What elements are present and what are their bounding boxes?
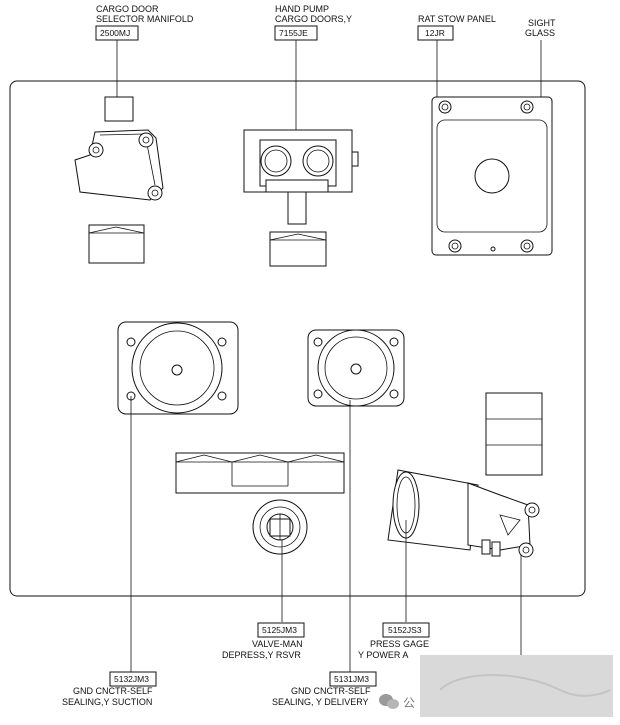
hand-pump-label-line1: HAND PUMP (275, 4, 329, 14)
wechat-icon (379, 694, 399, 709)
gnd-delivery-callout: 5131JM3 GND CNCTR-SELF SEALING, Y DELIVE… (272, 400, 377, 707)
gnd-suction-callout: 5132JM3 GND CNCTR-SELF SEALING,Y SUCTION (62, 396, 157, 707)
press-gage-callout: 5152JS3 PRESS GAGE Y POWER A (358, 520, 430, 660)
right-stacked-blocks (485, 392, 543, 476)
press-gage-code: 5152JS3 (388, 625, 422, 635)
valve-block-row (175, 452, 345, 494)
rat-stow-panel-drawing (431, 96, 553, 256)
manifold-label-line1: CARGO DOOR (96, 4, 159, 14)
sight-glass-label-line1: SIGHT (528, 18, 556, 28)
gnd-suction-code: 5132JM3 (114, 674, 149, 684)
panel-outline (9, 80, 586, 597)
gnd-delivery-label-line1: GND CNCTR-SELF (291, 686, 371, 696)
hand-pump-label-line2: CARGO DOORS,Y (275, 14, 352, 24)
gnd-connector-suction-drawing (117, 321, 239, 415)
gnd-delivery-label-line2: SEALING, Y DELIVERY (272, 697, 369, 707)
sight-glass-label-line2: GLASS (525, 28, 555, 38)
rat-stow-code-box (417, 25, 454, 41)
manifold-code: 2500MJ (100, 28, 130, 38)
cargo-door-manifold-drawing (74, 96, 164, 264)
watermark-glyph: 公 (403, 696, 415, 710)
gnd-delivery-code: 5131JM3 (334, 674, 369, 684)
valve-man-label-line2: DEPRESS,Y RSVR (222, 650, 301, 660)
manifold-label-line2: SELECTOR MANIFOLD (96, 14, 194, 24)
press-gage-label-line1: PRESS GAGE (370, 639, 429, 649)
press-gage-label-line2: Y POWER A (358, 650, 408, 660)
valve-man-callout: 5125JM3 VALVE-MAN DEPRESS,Y RSVR (222, 540, 305, 660)
hand-pump-drawing (243, 129, 359, 267)
valve-man-drawing (252, 499, 308, 555)
valve-man-code: 5125JM3 (262, 625, 297, 635)
watermark: 公 (379, 655, 613, 717)
hand-pump-code: 7155JE (279, 28, 308, 38)
gnd-suction-label-line2: SEALING,Y SUCTION (62, 697, 152, 707)
watermark-overlay (420, 655, 613, 717)
hand-pump-callout: HAND PUMP CARGO DOORS,Y 7155JE (274, 4, 352, 148)
gnd-connector-delivery-drawing (307, 329, 405, 407)
rat-stow-code: 12JR (425, 28, 445, 38)
press-gage-drawing (387, 469, 540, 558)
valve-man-label-line1: VALVE-MAN (252, 639, 303, 649)
rat-stow-label: RAT STOW PANEL (418, 14, 496, 24)
gnd-suction-label-line1: GND CNCTR-SELF (73, 686, 153, 696)
